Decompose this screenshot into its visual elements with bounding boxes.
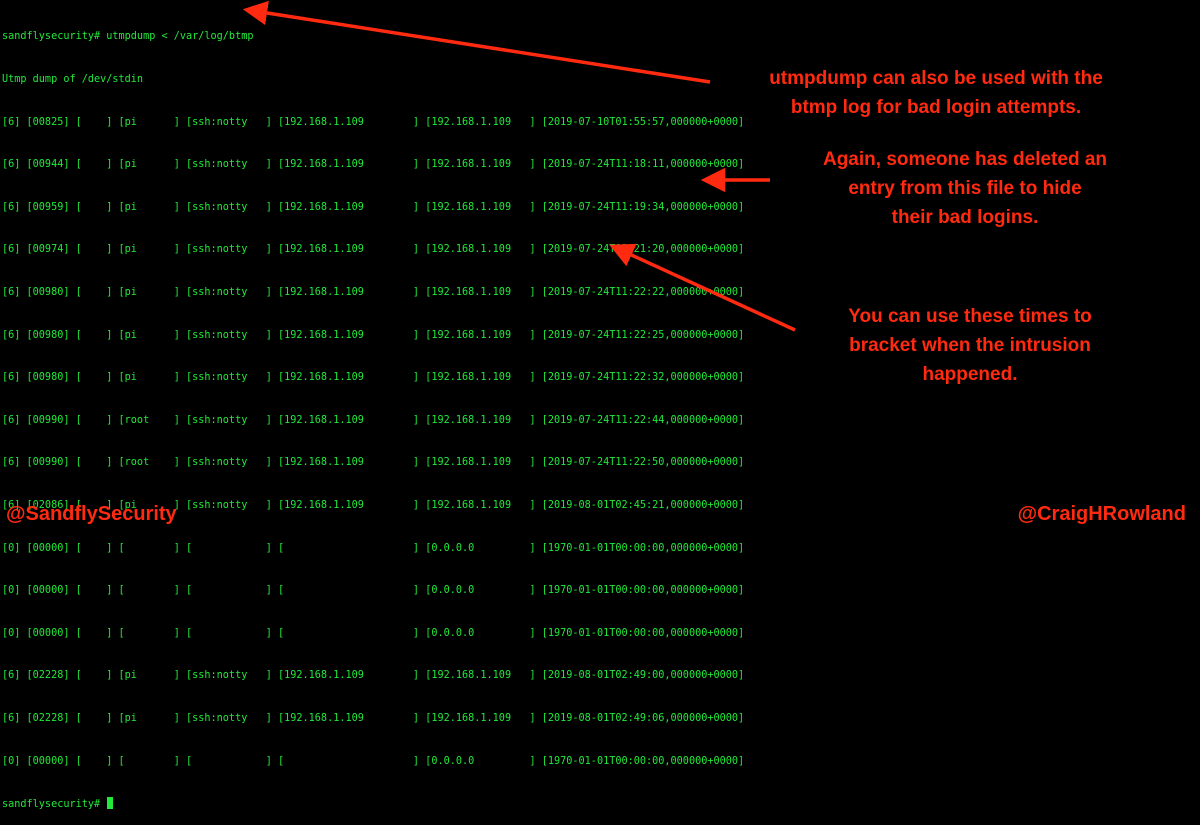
times-annotation-line: You can use these times to [848,306,1092,327]
prompt-line[interactable]: sandflysecurity# [2,797,744,811]
cursor-block [107,797,114,810]
btmp-record-line: [6] [02086] [ ] [pi ] [ssh:notty ] [192.… [2,499,745,511]
btmp-record-line: [6] [00974] [ ] [pi ] [ssh:notty ] [192.… [2,244,745,256]
btmp-record-line: [6] [00980] [ ] [pi ] [ssh:notty ] [192.… [2,329,745,341]
btmp-annotation: utmpdump can also be used with the btmp … [724,64,1148,122]
shell-prompt: sandflysecurity# [2,799,101,811]
author-handle: @CraigHRowland [1017,503,1186,525]
btmp-record-line: [0] [00000] [ ] [ ] [ ] [ ] [0.0.0.0 ] [… [2,585,745,597]
deleted-annotation-line: their bad logins. [891,207,1039,228]
btmp-record-line: [6] [00980] [ ] [pi ] [ssh:notty ] [192.… [2,286,745,298]
btmp-record-line: [6] [00959] [ ] [pi ] [ssh:notty ] [192.… [2,201,745,213]
times-annotation-line: happened. [922,364,1018,385]
deleted-annotation-line: Again, someone has deleted an [822,149,1108,170]
btmp-record-line: [0] [00000] [ ] [ ] [ ] [ ] [0.0.0.0 ] [… [2,542,745,554]
btmp-record-line: [6] [02228] [ ] [pi ] [ssh:notty ] [192.… [2,712,745,724]
btmp-record-line: [0] [00000] [ ] [ ] [ ] [ ] [0.0.0.0 ] [… [2,755,745,767]
deleted-annotation-line: entry from this file to hide [848,178,1082,199]
btmp-record-line: [6] [02228] [ ] [pi ] [ssh:notty ] [192.… [2,670,745,682]
btmp-annotation-line: btmp log for bad login attempts. [790,97,1082,118]
btmp-record-line: [6] [00990] [ ] [root ] [ssh:notty ] [19… [2,414,745,426]
btmp-record-line: [6] [00980] [ ] [pi ] [ssh:notty ] [192.… [2,372,745,384]
btmp-record-line: [6] [00944] [ ] [pi ] [ssh:notty ] [192.… [2,159,745,171]
btmp-record-line: [6] [00825] [ ] [pi ] [ssh:notty ] [192.… [2,116,745,128]
times-annotation: You can use these times to bracket when … [800,302,1140,389]
sandfly-handle: @SandflySecurity [6,503,177,525]
btmp-record-line: [0] [00000] [ ] [ ] [ ] [ ] [0.0.0.0 ] [… [2,627,745,639]
dump-header-line: Utmp dump of /dev/stdin [2,74,144,85]
command-line: sandflysecurity# utmpdump < /var/log/btm… [2,31,254,43]
btmp-record-line: [6] [00990] [ ] [root ] [ssh:notty ] [19… [2,457,745,469]
deleted-entry-annotation: Again, someone has deleted an entry from… [780,145,1150,232]
terminal-output[interactable]: sandflysecurity# utmpdump < /var/log/btm… [2,2,744,825]
btmp-annotation-line: utmpdump can also be used with the [769,68,1103,89]
times-annotation-line: bracket when the intrusion [849,335,1091,356]
